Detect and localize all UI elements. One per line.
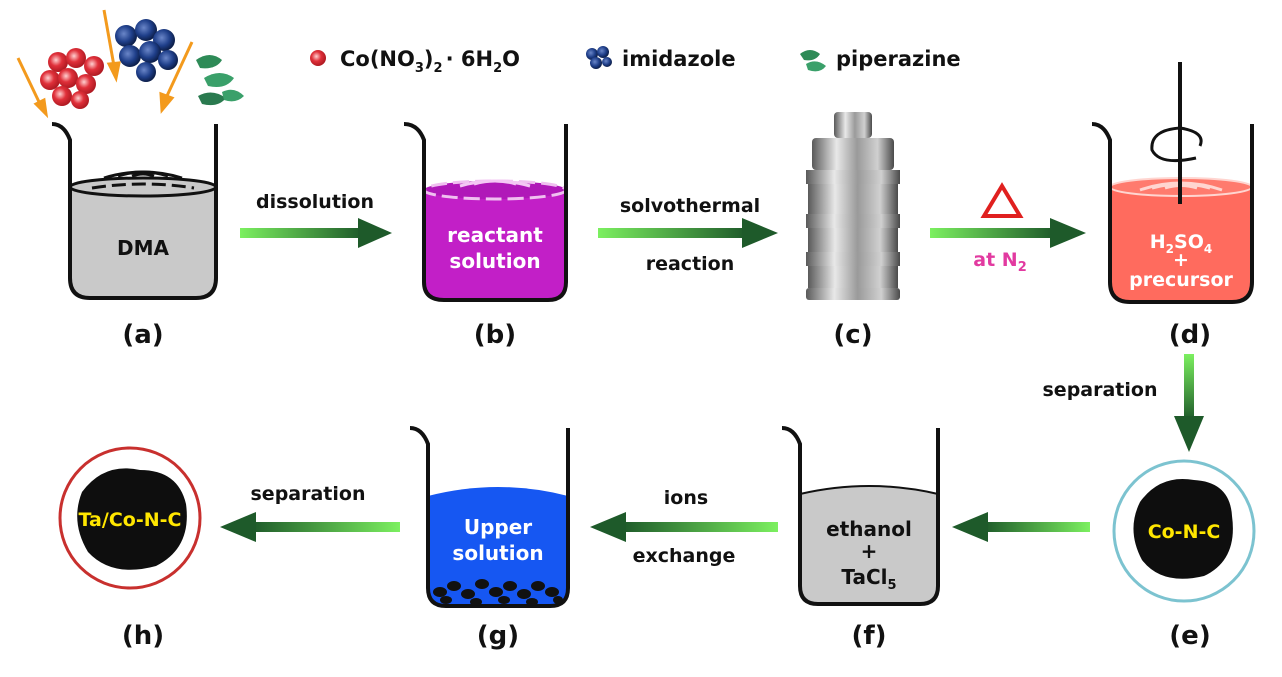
beaker-f-content-line2: + (861, 539, 878, 563)
arrow-cd: at N2 (930, 182, 1086, 275)
arrow-gh-label: separation (251, 483, 366, 505)
legend-piperazine: piperazine (836, 47, 961, 71)
arrow-de-label: separation (1043, 379, 1158, 401)
step-a-label: (a) (122, 320, 163, 350)
legend-cobalt-nitrate: Co(NO3)2· 6H2O (340, 47, 520, 76)
beaker-g-content-line2: solution (452, 541, 543, 565)
arrow-cd-label: at N2 (973, 249, 1026, 275)
blue-cluster-icon (586, 46, 612, 69)
stir-swirl-icon (459, 179, 531, 188)
beaker-f-content-line1: ethanol (826, 517, 912, 541)
green-leaves-icon (196, 55, 244, 106)
arrow-de: separation (1043, 354, 1204, 452)
beaker-g-content-line1: Upper (464, 515, 532, 539)
arrow-head-icon (742, 218, 778, 248)
product-e-content: Co-N-C (1148, 521, 1221, 543)
step-d-label: (d) (1169, 320, 1211, 350)
autoclave-c (806, 112, 900, 300)
step-g-label: (g) (477, 621, 519, 651)
beaker-b: reactant solution (403, 122, 568, 302)
red-spheres-icon (40, 48, 104, 109)
step-e-label: (e) (1169, 621, 1210, 651)
orange-arrows-icon (16, 9, 194, 119)
product-e: Co-N-C (1112, 459, 1256, 603)
beaker-a: DMA (51, 122, 218, 300)
arrow-bc-label-top: solvothermal (620, 195, 760, 217)
blue-cluster-icon (115, 19, 178, 82)
heat-triangle-icon (980, 182, 1024, 218)
red-sphere-icon (310, 50, 326, 66)
arrow-fg: ions exchange (590, 487, 778, 567)
arrow-bc-label-bottom: reaction (646, 253, 735, 275)
beaker-f-content-line3: TaCl5 (841, 565, 896, 593)
step-h-label: (h) (122, 621, 164, 651)
beaker-d-content-line2: + (1173, 249, 1189, 271)
beaker-b-content-line1: reactant (447, 223, 543, 247)
stir-swirl-icon (91, 170, 195, 190)
arrow-head-icon (220, 512, 256, 542)
arrow-head-icon (952, 512, 988, 542)
sediment-particles-icon (433, 579, 563, 606)
arrow-bc: solvothermal reaction (598, 195, 778, 275)
beaker-g: Upper solution (409, 426, 570, 608)
rotation-icon (1150, 126, 1203, 163)
beaker-b-content-line2: solution (449, 249, 540, 273)
arrow-head-icon (1174, 416, 1204, 452)
beaker-d-content-line1: H2SO4 (1150, 231, 1212, 256)
solution-grey (70, 186, 216, 298)
arrow-head-icon (590, 512, 626, 542)
beaker-d: H2SO4 + precursor (1091, 62, 1254, 304)
product-h: Ta/Co-N-C (58, 446, 202, 590)
legend-imidazole: imidazole (622, 47, 736, 71)
arrow-fg-label-bottom: exchange (633, 545, 736, 567)
green-leaf-icon (800, 50, 826, 72)
black-powder-icon (77, 468, 187, 570)
reagents-pictogram (16, 9, 244, 119)
step-b-label: (b) (474, 320, 516, 350)
arrow-ab-label: dissolution (256, 191, 374, 213)
step-f-label: (f) (851, 621, 886, 651)
arrow-ab: dissolution (240, 191, 392, 248)
arrow-head-icon (358, 218, 392, 248)
step-c-label: (c) (833, 320, 872, 350)
arrow-head-icon (1050, 218, 1086, 248)
beaker-a-content: DMA (117, 236, 170, 260)
arrow-gh: separation (220, 483, 400, 542)
beaker-f: ethanol + TaCl5 (781, 426, 940, 606)
legend: Co(NO3)2· 6H2O imidazole piperazine (310, 46, 961, 76)
arrow-ef (952, 512, 1090, 542)
product-h-content: Ta/Co-N-C (79, 509, 182, 531)
black-powder-icon (1133, 478, 1233, 579)
beaker-d-content-line3: precursor (1129, 269, 1233, 291)
arrow-fg-label-top: ions (664, 487, 708, 509)
